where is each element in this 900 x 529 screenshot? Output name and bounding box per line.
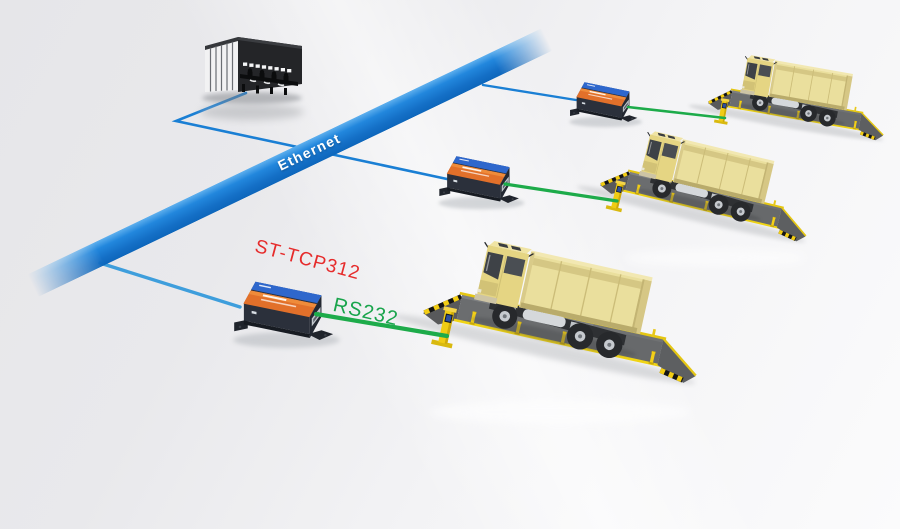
- rs232-cables: [313, 105, 727, 339]
- serial-device-server-1: [569, 82, 642, 127]
- ethernet-cable-top: [481, 83, 578, 102]
- weighbridge-station-1: [687, 46, 894, 152]
- rs232-cable-bottom: [313, 311, 450, 339]
- operator-silhouettes: [242, 68, 289, 95]
- serial-device-server-2: [439, 156, 525, 209]
- weighbridge-station-2: [574, 117, 823, 256]
- floor-reflection: [430, 400, 690, 424]
- rs232-cable-top: [626, 105, 727, 120]
- monitor-row: [243, 62, 292, 73]
- chair-highlights: [249, 79, 285, 87]
- floor-reflection: [625, 249, 805, 267]
- ethernet-cable-bottom: [98, 261, 242, 309]
- rs232-cable-middle: [503, 182, 619, 203]
- control-room: [200, 37, 304, 120]
- weighbridge-station-3: [389, 223, 717, 402]
- window-wall: [209, 41, 234, 92]
